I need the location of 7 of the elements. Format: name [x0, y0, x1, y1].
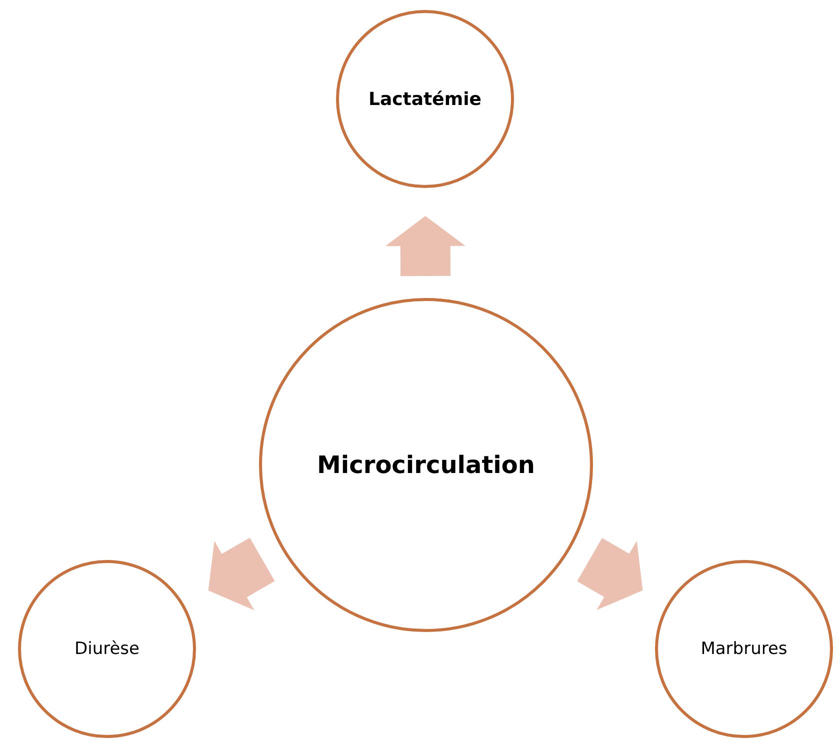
node-label: Diurèse	[74, 639, 140, 659]
node-label: Marbrures	[700, 639, 788, 659]
block-arrow	[385, 216, 466, 276]
node-label: Microcirculation	[317, 451, 535, 479]
block-arrow	[577, 538, 643, 610]
block-arrow	[208, 538, 275, 610]
node-label: Lactatémie	[368, 88, 482, 110]
